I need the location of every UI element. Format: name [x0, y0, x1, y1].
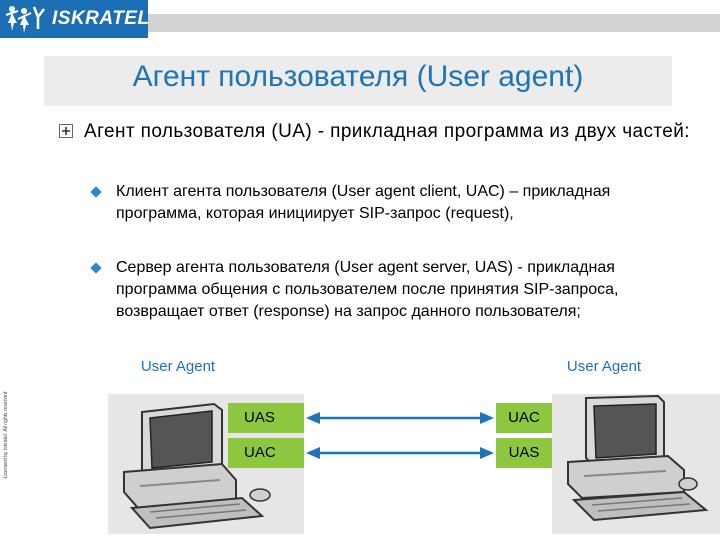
- plus-box-icon: [59, 124, 73, 138]
- copyright-note: Licensed by Iskratel. All rights reserve…: [3, 391, 9, 479]
- bullet-item-uac: Клиент агента пользователя (User agent c…: [90, 181, 692, 225]
- left-user-agent-label: User Agent: [140, 358, 216, 375]
- bullet-text: Сервер агента пользователя (User agent s…: [116, 259, 619, 320]
- right-box-uac: UAC: [496, 403, 552, 433]
- left-computer-icon: [123, 402, 271, 530]
- bullet-text: Клиент агента пользователя (User agent c…: [116, 183, 611, 222]
- logo: ISKRATEL: [0, 0, 150, 38]
- left-box-uac: UAC: [228, 438, 304, 468]
- double-arrow-icon: [306, 412, 494, 424]
- left-box-uas: UAS: [228, 403, 304, 433]
- header-strip: [148, 14, 720, 32]
- logo-figures-icon: [5, 6, 45, 33]
- right-user-agent-label: User Agent: [566, 358, 642, 375]
- title-background: [44, 56, 672, 106]
- right-computer-icon: [567, 394, 709, 522]
- right-box-uas-label: UAS: [508, 444, 540, 461]
- logo-text: ISKRATEL: [52, 8, 150, 29]
- bullet-item-uas: Сервер агента пользователя (User agent s…: [90, 257, 692, 323]
- intro-item: Агент пользователя (UA) - прикладная про…: [59, 118, 702, 145]
- intro-text: Агент пользователя (UA) - прикладная про…: [84, 121, 690, 142]
- right-box-uas: UAS: [496, 438, 552, 468]
- slide-title: Агент пользователя (User agent): [132, 60, 584, 93]
- left-box-uac-label: UAC: [244, 444, 276, 461]
- left-box-uas-label: UAS: [244, 409, 275, 426]
- double-arrow-icon: [306, 447, 494, 459]
- right-box-uac-label: UAC: [508, 409, 540, 426]
- header-banner: ISKRATEL: [0, 0, 720, 44]
